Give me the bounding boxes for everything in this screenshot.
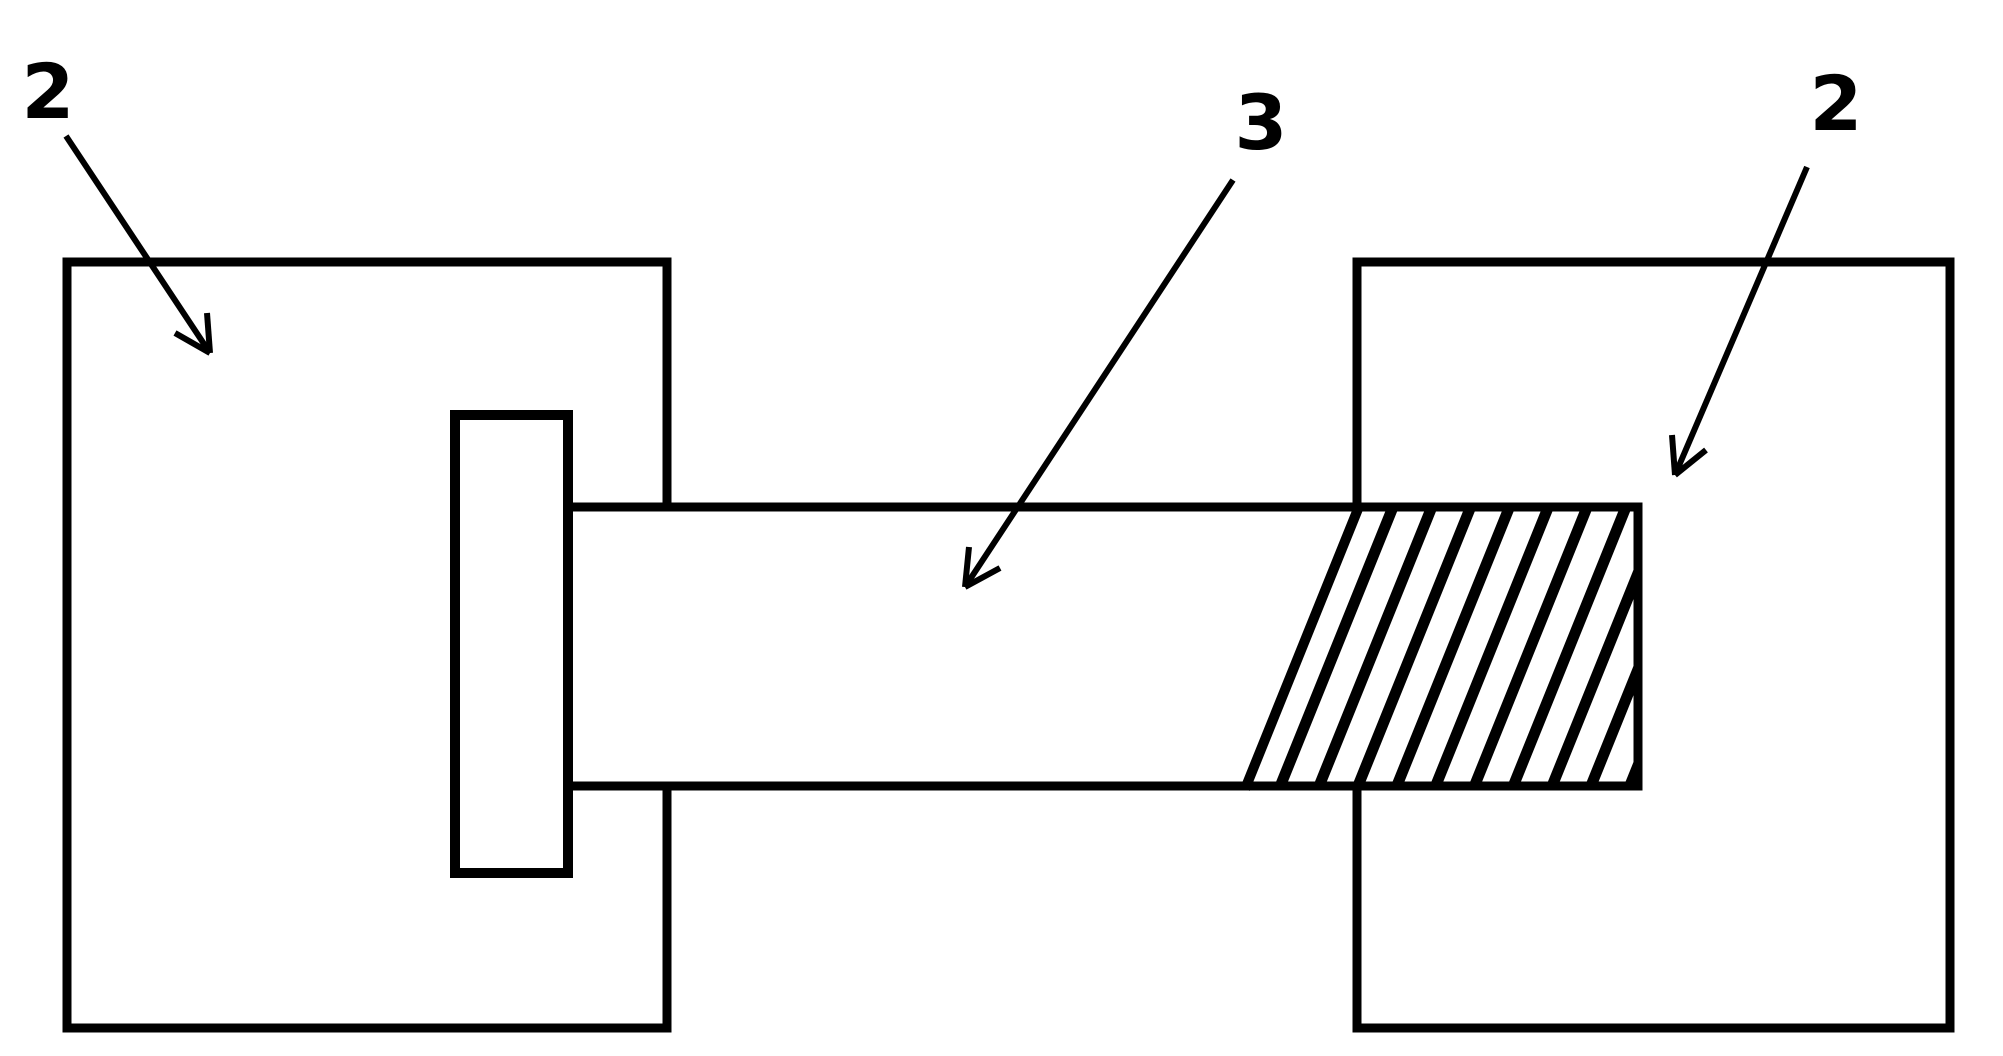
right-plate-outline — [1352, 257, 1955, 1033]
leader-arrow-shaft — [962, 178, 1236, 590]
leader-arrow-left-plate — [63, 134, 213, 356]
arrowhead-barb — [963, 565, 1002, 590]
label-shaft: 3 — [1235, 78, 1288, 167]
arrowhead-barb — [173, 330, 212, 356]
label-right-plate: 2 — [1810, 59, 1863, 148]
left-plate-outline — [62, 257, 672, 1033]
leader-arrow-right-plate — [1669, 165, 1810, 478]
bolt-head — [450, 410, 573, 878]
thread-hatching — [1243, 503, 1642, 790]
hatch-boundary-line — [1240, 502, 1365, 791]
arrowhead-barb — [1673, 447, 1708, 478]
arrowhead-barb — [1669, 434, 1678, 476]
label-left-plate: 2 — [22, 47, 75, 136]
arrowhead-barb — [962, 546, 972, 588]
arrowhead-barb — [204, 312, 213, 354]
